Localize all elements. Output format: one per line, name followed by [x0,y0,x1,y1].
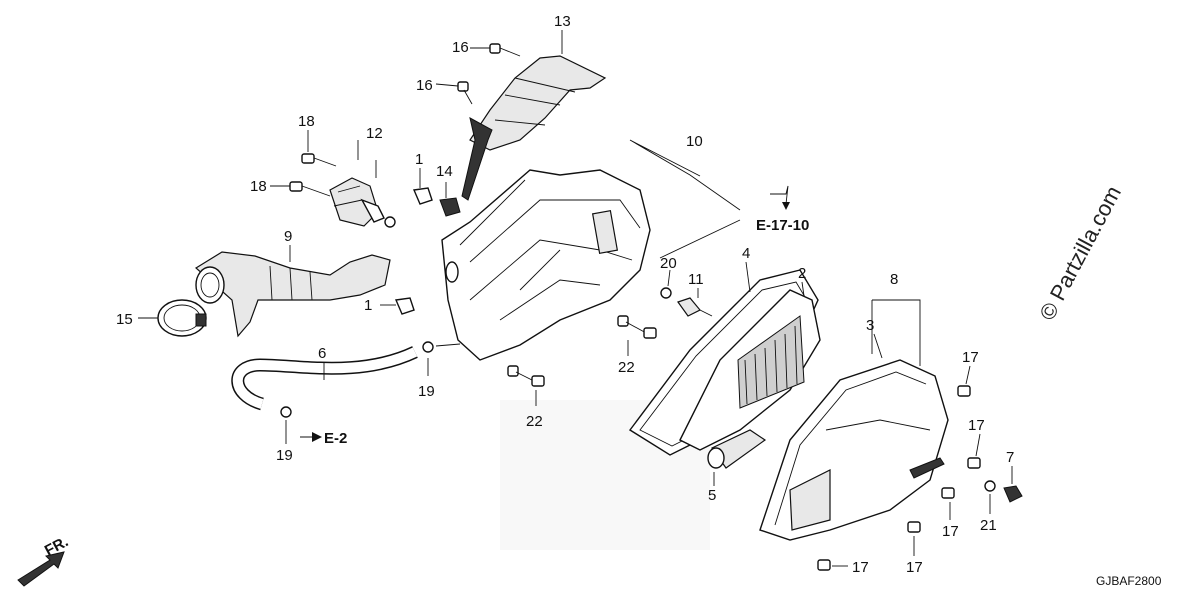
part-2-filter-element [679,289,821,451]
callout-labels: 13 16 16 18 12 18 1 14 10 9 15 1 6 19 19… [116,13,1014,576]
callout-7: 7 [1006,449,1014,466]
ref-e-2[interactable]: E-2 [324,430,347,447]
bolt-16-lower [457,81,473,105]
part-10-air-cleaner-case [441,169,651,361]
callout-20: 20 [660,255,677,272]
leader-lines [138,30,1013,567]
callout-22-upper: 22 [618,359,635,376]
part-15-clamp [157,299,207,337]
part-11-sensor [677,297,713,317]
screw-17-bottom [817,559,831,571]
callout-4: 4 [742,245,750,262]
part-5-tube [707,429,767,469]
callout-10: 10 [686,133,703,150]
callout-17-bottom: 17 [852,559,869,576]
callout-1-upper: 1 [415,151,423,168]
part-20-clip [660,287,672,299]
screw-17-top [957,385,971,397]
ref-e-17-10[interactable]: E-17-10 [756,217,809,234]
bolt-22-upper [617,315,657,339]
callout-17-lowmid: 17 [942,523,959,540]
callout-1-lower: 1 [364,297,372,314]
callout-19-lower: 19 [276,447,293,464]
callout-21: 21 [980,517,997,534]
bolt-18-lower [289,181,331,197]
callout-2: 2 [798,265,806,282]
callout-18-upper: 18 [298,113,315,130]
screw-17-mid [967,457,981,469]
callout-17-mid: 17 [968,417,985,434]
callout-19-upper: 19 [418,383,435,400]
part-6-drain-hose [231,346,418,411]
bolt-16-upper [489,43,521,57]
callout-16-upper: 16 [452,39,469,56]
clip-19-lower [280,406,292,418]
callout-22-lower: 22 [526,413,543,430]
callout-6: 6 [318,345,326,362]
clip-19-upper [422,341,461,353]
screw-17-low [907,521,921,533]
part-12-flange [329,177,396,228]
callout-3: 3 [866,317,874,334]
part-1-grommet-upper [412,187,433,205]
arrow-e17 [782,202,790,210]
part-7-plug [1003,485,1023,503]
watermark: © Partzilla.com [1034,182,1126,325]
part-14-clip [439,197,461,217]
callout-12: 12 [366,125,383,142]
diagram-code: GJBAF2800 [1096,574,1162,588]
callout-16-lower: 16 [416,77,433,94]
part-21-washer [984,480,996,492]
callout-17-low: 17 [906,559,923,576]
callout-9: 9 [284,228,292,245]
part-8-cover [759,359,949,541]
callout-13: 13 [554,13,571,30]
part-13-shroud [461,55,607,201]
front-arrow [17,551,65,587]
callout-8: 8 [890,271,898,288]
callout-11: 11 [688,271,704,288]
callout-18-lower: 18 [250,178,267,195]
callout-14: 14 [436,163,453,180]
screw-17-lowmid [941,487,955,499]
part-1-grommet-lower [394,297,415,315]
part-9-intake-duct [194,251,391,338]
bolt-18-upper [301,153,337,167]
callout-5: 5 [708,487,716,504]
arrow-e2 [312,432,322,442]
callout-15: 15 [116,311,133,328]
callout-17-top: 17 [962,349,979,366]
bolt-22-lower [507,365,545,387]
